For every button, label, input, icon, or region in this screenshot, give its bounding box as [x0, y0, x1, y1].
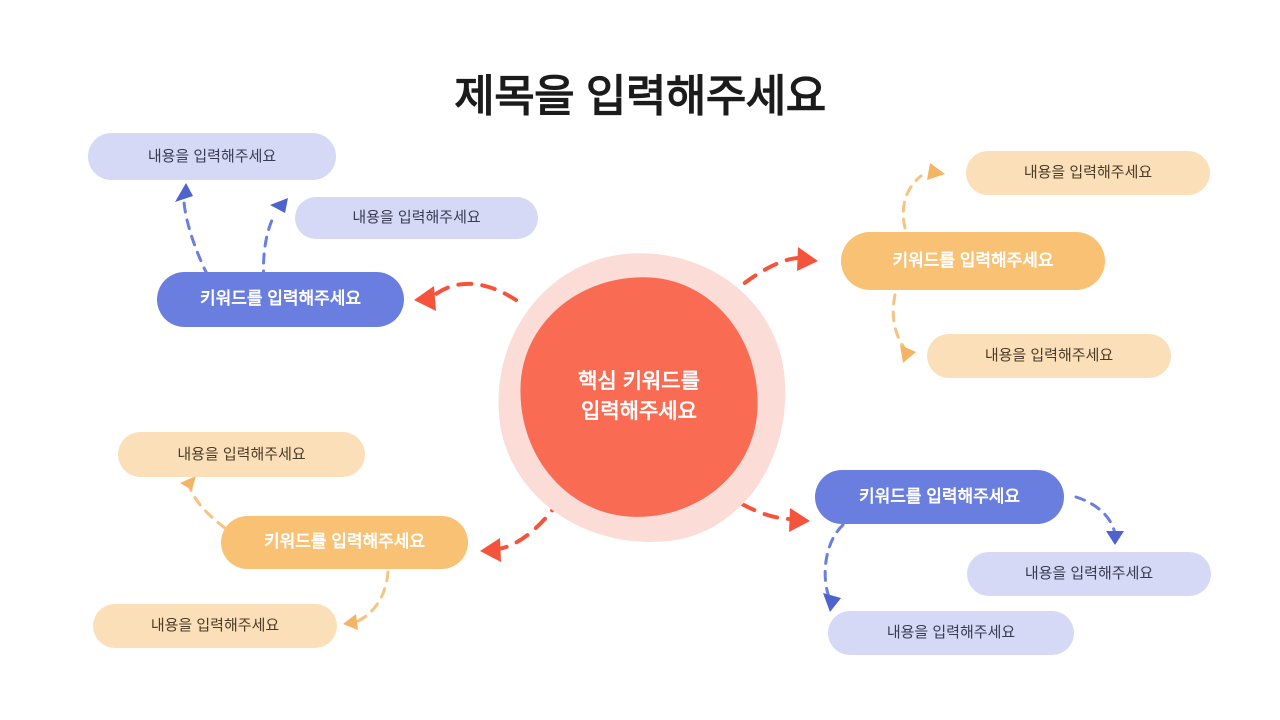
- arrowhead-core-to-top-right: [797, 247, 818, 271]
- connector-top-left-kw-to-content-2: [262, 212, 277, 282]
- connector-bottom-left-kw-to-content-1: [186, 480, 227, 530]
- arrowhead-core-to-top-left: [414, 286, 436, 311]
- content-node-top-left-2[interactable]: 내용을 입력해주세요: [295, 197, 538, 239]
- arrowhead-top-left-content-1: [175, 183, 193, 202]
- keyword-node-top-left[interactable]: 키워드를 입력해주세요: [157, 272, 404, 327]
- keyword-node-top-right[interactable]: 키워드를 입력해주세요: [841, 232, 1105, 290]
- arrowhead-core-to-bottom-right: [789, 508, 810, 532]
- core-keyword-node[interactable]: 핵심 키워드를 입력해주세요: [483, 238, 801, 558]
- keyword-node-bottom-left[interactable]: 키워드를 입력해주세요: [221, 516, 468, 569]
- content-node-top-right-2[interactable]: 내용을 입력해주세요: [927, 334, 1171, 378]
- connector-bottom-right-kw-to-content-1: [1074, 495, 1117, 536]
- arrowhead-top-left-content-2: [270, 198, 288, 213]
- arrowhead-bottom-left-content-2: [343, 614, 358, 630]
- connector-top-left-kw-to-content-1: [182, 200, 210, 278]
- arrowhead-bottom-left-content-1: [180, 476, 196, 490]
- content-node-top-right-1[interactable]: 내용을 입력해주세요: [966, 151, 1210, 195]
- content-node-top-left-1[interactable]: 내용을 입력해주세요: [88, 133, 336, 180]
- arrowhead-bottom-right-content-1: [1106, 531, 1124, 545]
- arrowhead-bottom-right-content-2: [823, 593, 841, 612]
- page-title: 제목을 입력해주세요: [454, 72, 826, 121]
- keyword-node-bottom-right[interactable]: 키워드를 입력해주세요: [815, 470, 1064, 524]
- content-node-bottom-left-2[interactable]: 내용을 입력해주세요: [93, 604, 337, 648]
- arrowhead-top-right-content-1: [927, 163, 945, 180]
- arrowhead-top-right-content-2: [900, 345, 916, 363]
- content-node-bottom-right-2[interactable]: 내용을 입력해주세요: [828, 611, 1074, 655]
- content-node-bottom-left-1[interactable]: 내용을 입력해주세요: [118, 432, 365, 477]
- content-node-bottom-right-1[interactable]: 내용을 입력해주세요: [967, 552, 1211, 596]
- connector-top-right-kw-to-content-1: [901, 174, 923, 230]
- connector-top-right-kw-to-content-2: [891, 293, 908, 352]
- connector-bottom-left-kw-to-content-2: [354, 570, 390, 624]
- core-keyword-label: 핵심 키워드를 입력해주세요: [578, 369, 700, 423]
- connector-bottom-right-kw-to-content-2: [823, 523, 845, 602]
